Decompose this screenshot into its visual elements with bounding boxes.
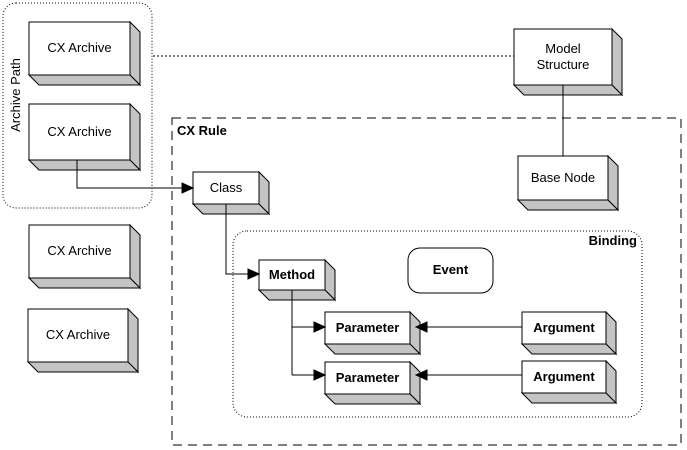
node-cx-archive-3 <box>27 223 142 290</box>
node-cx-archive-4 <box>26 307 140 374</box>
node-argument-1 <box>520 310 618 356</box>
connector-argument1-parameter1 <box>414 321 522 333</box>
node-argument-2 <box>520 359 618 405</box>
cx-rule-container <box>171 117 682 446</box>
node-event <box>407 247 494 294</box>
node-cx-archive-1 <box>27 20 142 87</box>
connector-argument2-parameter2 <box>414 369 522 381</box>
connector-method-parameters <box>291 290 327 381</box>
node-class <box>191 170 271 216</box>
connector-archive-class <box>76 160 195 194</box>
node-base-node <box>516 154 620 212</box>
connector-class-method <box>225 204 261 280</box>
node-parameter-2 <box>323 360 422 406</box>
node-method <box>257 258 337 302</box>
node-parameter-1 <box>323 310 422 356</box>
node-model-structure <box>512 27 624 97</box>
node-cx-archive-2 <box>27 102 142 172</box>
